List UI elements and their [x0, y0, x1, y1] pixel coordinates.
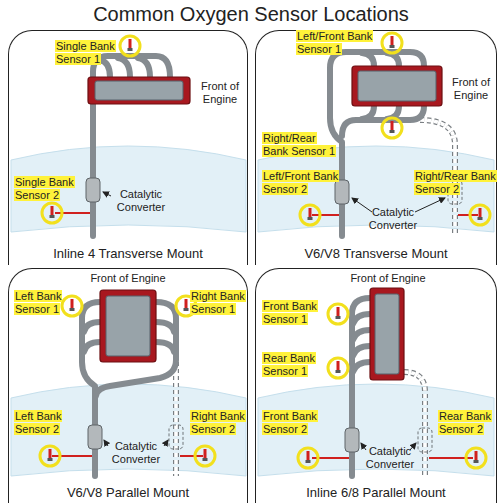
sensor-label: Left Bank Sensor 1 — [14, 290, 62, 315]
v-engine-parallel-exhaust — [40, 290, 215, 476]
sensor-label: Right/Rear Bank Sensor 2 — [414, 170, 497, 195]
part-label-box: Front of Engine — [194, 80, 246, 106]
sensor-label-box: Left/Front Bank Sensor 1 — [296, 30, 380, 56]
part-label: Catalytic Converter — [369, 206, 417, 231]
v-engine-transverse-exhaust — [300, 33, 490, 236]
sensor-label-box: Left Bank Sensor 2 — [14, 410, 66, 436]
panel-caption: Inline 4 Transverse Mount — [9, 246, 247, 261]
sensor-label: Rear Bank Sensor 1 — [262, 352, 316, 377]
part-label: Catalytic Converter — [117, 188, 165, 213]
windshield — [258, 384, 494, 476]
sensor-label: Right Bank Sensor 2 — [190, 410, 246, 435]
diagram-title: Common Oxygen Sensor Locations — [0, 3, 502, 25]
part-label-box: Catalytic Converter — [364, 206, 422, 232]
part-label-box: Front of Engine — [338, 272, 438, 285]
part-label-box: Front of Engine — [447, 76, 495, 102]
sensor-label-box: Left/Front Bank Sensor 2 — [262, 170, 342, 196]
sensor-label: Single Bank Sensor 1 — [55, 40, 116, 65]
sensor-label: Rear Bank Sensor 2 — [438, 410, 492, 435]
sensor-label-box: Front Bank Sensor 2 — [262, 410, 320, 436]
part-label: Front of Engine — [350, 272, 425, 284]
part-label-box: Catalytic Converter — [362, 445, 418, 471]
sensor-label-box: Left Bank Sensor 1 — [14, 290, 66, 316]
part-label-box: Front of Engine — [83, 272, 173, 285]
panel-caption: Inline 6/8 Parallel Mount — [256, 485, 496, 500]
part-label-box: Catalytic Converter — [112, 188, 170, 214]
sensor-label-box: Front Bank Sensor 1 — [262, 300, 320, 326]
sensor-label-box: Right/Rear Bank Sensor 2 — [414, 170, 496, 196]
inline4-transverse-exhaust — [42, 36, 190, 236]
sensor-label: Left/Front Bank Sensor 2 — [262, 170, 339, 195]
sensor-label-box: Right Bank Sensor 1 — [190, 290, 246, 316]
inline-parallel-exhaust — [298, 288, 486, 476]
sensor-label-box: Single Bank Sensor 2 — [14, 176, 74, 202]
sensor-label: Left Bank Sensor 2 — [14, 410, 62, 435]
windshield — [11, 146, 246, 232]
sensor-label-box: Right/Rear Bank Sensor 1 — [262, 132, 340, 158]
sensor-label: Single Bank Sensor 2 — [14, 176, 75, 201]
sensor-label-box: Right Bank Sensor 2 — [190, 410, 246, 436]
part-label: Front of Engine — [90, 272, 165, 284]
sensor-label: Right/Rear Bank Sensor 1 — [262, 132, 336, 157]
part-label-box: Catalytic Converter — [106, 440, 166, 466]
sensor-label: Left/Front Bank Sensor 1 — [296, 30, 373, 55]
sensor-label: Front Bank Sensor 2 — [262, 410, 318, 435]
sensor-label: Right Bank Sensor 1 — [190, 290, 246, 315]
windshield — [11, 384, 246, 476]
panel-caption: V6/V8 Transverse Mount — [256, 246, 496, 261]
part-label: Catalytic Converter — [112, 440, 160, 465]
sensor-label-box: Single Bank Sensor 1 — [55, 40, 117, 66]
part-label: Front of Engine — [452, 76, 490, 101]
sensor-label-box: Rear Bank Sensor 1 — [262, 352, 320, 378]
part-label: Front of Engine — [201, 80, 239, 105]
sensor-label: Front Bank Sensor 1 — [262, 300, 318, 325]
sensor-label-box: Rear Bank Sensor 2 — [438, 410, 494, 436]
mount-panel: Inline 4 Transverse Mount — [8, 30, 248, 265]
panel-caption: V6/V8 Parallel Mount — [9, 485, 247, 500]
part-label: Catalytic Converter — [366, 445, 414, 470]
